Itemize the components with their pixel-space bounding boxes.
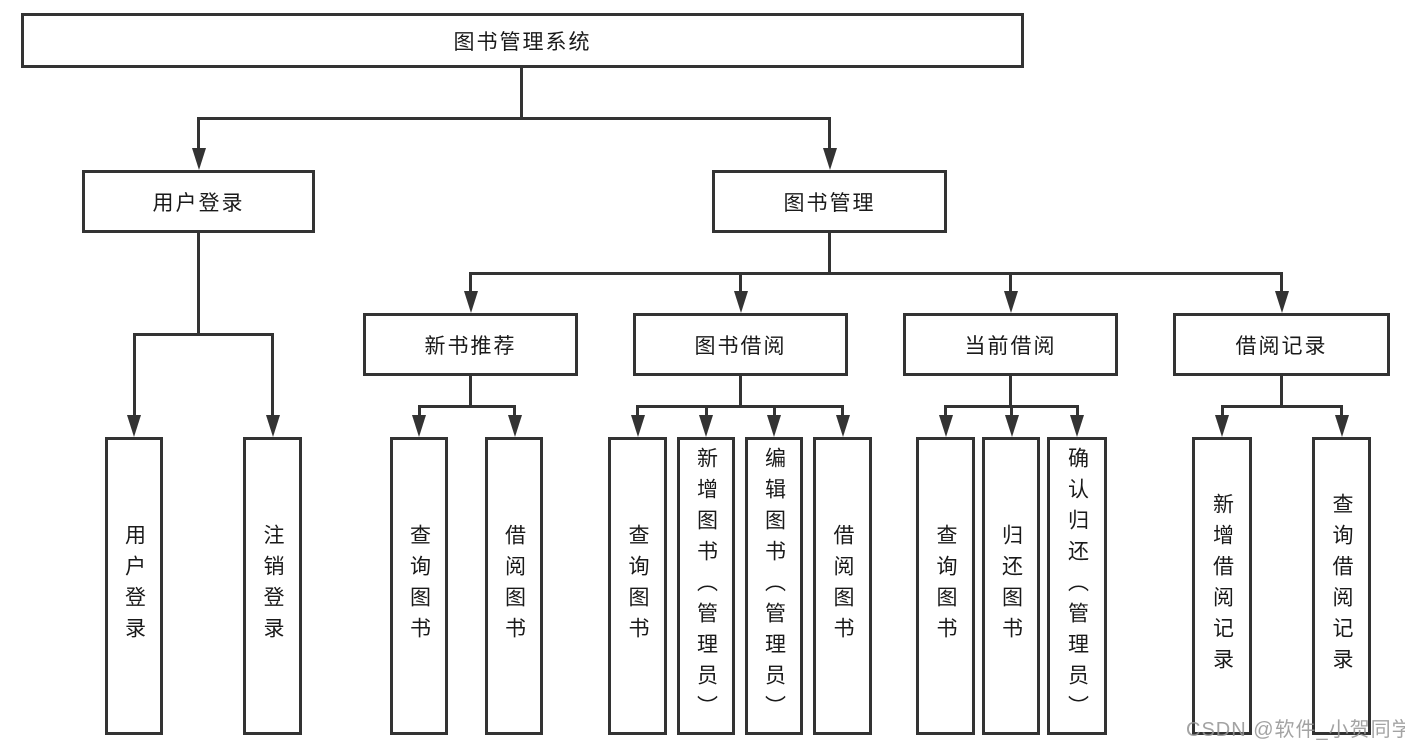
- connector-line: [133, 333, 274, 336]
- connector-line: [1010, 405, 1013, 417]
- leaf-borrow-borrow: 借阅图书: [813, 437, 872, 735]
- node-root: 图书管理系统: [21, 13, 1024, 68]
- connector-line: [469, 272, 1283, 275]
- leaf-user-login: 用户登录: [105, 437, 163, 735]
- arrow-down-icon: [823, 148, 837, 170]
- connector-line: [1280, 376, 1283, 405]
- connector-line: [1340, 405, 1343, 417]
- leaf-current-confirm-admin: 确认归还（管理员）: [1047, 437, 1107, 735]
- connector-line: [513, 405, 516, 417]
- arrow-down-icon: [1070, 415, 1084, 437]
- connector-line: [469, 272, 472, 293]
- connector-line: [705, 405, 708, 417]
- arrow-down-icon: [699, 415, 713, 437]
- arrow-down-icon: [266, 415, 280, 437]
- connector-line: [418, 405, 516, 408]
- leaf-newbooks-query: 查询图书: [390, 437, 448, 735]
- leaf-borrow-add-admin: 新增图书（管理员）: [677, 437, 735, 735]
- connector-line: [739, 376, 742, 405]
- connector-line: [1009, 376, 1012, 405]
- leaf-newbooks-borrow: 借阅图书: [485, 437, 543, 735]
- arrow-down-icon: [1004, 291, 1018, 313]
- arrow-down-icon: [836, 415, 850, 437]
- arrow-down-icon: [767, 415, 781, 437]
- leaf-records-query: 查询借阅记录: [1312, 437, 1371, 735]
- connector-line: [828, 117, 831, 150]
- connector-line: [1076, 405, 1079, 417]
- arrow-down-icon: [1275, 291, 1289, 313]
- arrow-down-icon: [464, 291, 478, 313]
- connector-line: [469, 376, 472, 405]
- node-new-books: 新书推荐: [363, 313, 578, 376]
- connector-line: [1280, 272, 1283, 293]
- arrow-down-icon: [127, 415, 141, 437]
- arrow-down-icon: [508, 415, 522, 437]
- connector-line: [197, 233, 200, 333]
- leaf-current-query: 查询图书: [916, 437, 975, 735]
- arrow-down-icon: [939, 415, 953, 437]
- arrow-down-icon: [631, 415, 645, 437]
- leaf-logout: 注销登录: [243, 437, 302, 735]
- leaf-current-return: 归还图书: [982, 437, 1040, 735]
- arrow-down-icon: [412, 415, 426, 437]
- node-borrow-records: 借阅记录: [1173, 313, 1390, 376]
- arrow-down-icon: [192, 148, 206, 170]
- connector-line: [841, 405, 844, 417]
- arrow-down-icon: [734, 291, 748, 313]
- connector-line: [773, 405, 776, 417]
- connector-line: [197, 117, 831, 120]
- node-current-borrow: 当前借阅: [903, 313, 1118, 376]
- connector-line: [520, 68, 523, 117]
- leaf-records-add: 新增借阅记录: [1192, 437, 1252, 735]
- connector-line: [271, 333, 274, 417]
- arrow-down-icon: [1215, 415, 1229, 437]
- arrow-down-icon: [1005, 415, 1019, 437]
- connector-line: [944, 405, 947, 417]
- connector-line: [1221, 405, 1224, 417]
- leaf-borrow-edit-admin: 编辑图书（管理员）: [745, 437, 803, 735]
- node-book-management: 图书管理: [712, 170, 947, 233]
- connector-line: [828, 233, 831, 272]
- connector-line: [636, 405, 639, 417]
- leaf-borrow-query: 查询图书: [608, 437, 667, 735]
- arrow-down-icon: [1335, 415, 1349, 437]
- connector-line: [739, 272, 742, 293]
- node-book-borrow: 图书借阅: [633, 313, 848, 376]
- connector-line: [636, 405, 843, 408]
- connector-line: [1009, 272, 1012, 293]
- node-user-login: 用户登录: [82, 170, 315, 233]
- connector-line: [418, 405, 421, 417]
- connector-line: [1221, 405, 1343, 408]
- connector-line: [133, 333, 136, 417]
- csdn-watermark: CSDN @软件_小贺同学: [1186, 719, 1405, 741]
- connector-line: [197, 117, 200, 150]
